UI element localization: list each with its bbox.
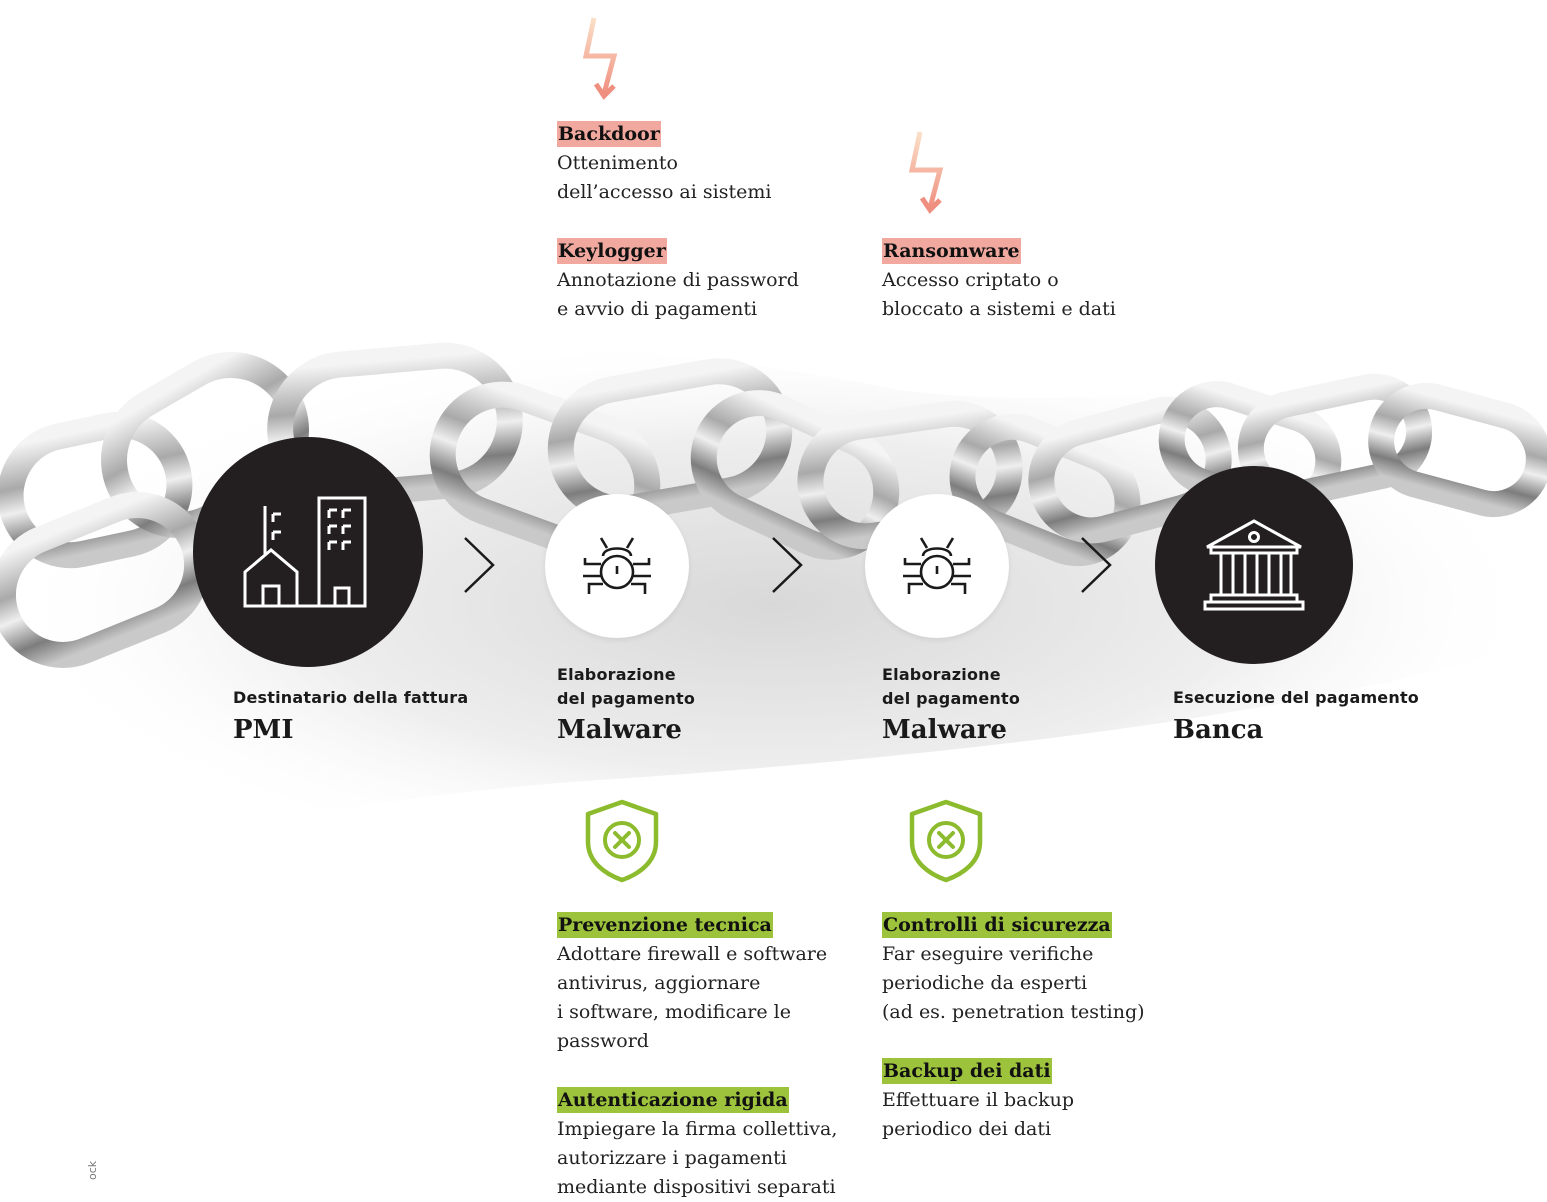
- threat-backdoor: Backdoor Ottenimento dell’accesso ai sis…: [557, 121, 857, 207]
- protection-autenticazione: Autenticazione rigida Impiegare la firma…: [557, 1087, 857, 1202]
- threat-description: Accesso criptato o bloccato a sistemi e …: [882, 269, 1116, 320]
- node-malware-2: [865, 494, 1009, 638]
- protection-description: Adottare firewall e software antivirus, …: [557, 943, 828, 1052]
- shield-x-icon: [585, 799, 659, 883]
- protection-prevenzione: Prevenzione tecnica Adottare firewall e …: [557, 912, 857, 1056]
- node-banca: [1155, 466, 1353, 664]
- node-label: PMI: [233, 715, 294, 745]
- node-label: Malware: [557, 715, 682, 745]
- node-sublabel: Elaborazione del pagamento: [882, 665, 1021, 708]
- lightning-icon: [908, 131, 944, 214]
- threat-ransomware: Ransomware Accesso criptato o bloccato a…: [882, 238, 1182, 324]
- image-credit: ock: [86, 1160, 99, 1180]
- bank-icon: [1203, 519, 1305, 611]
- node-label: Malware: [882, 715, 1007, 745]
- protection-title: Autenticazione rigida: [557, 1087, 789, 1113]
- node-sublabel: Esecuzione del pagamento: [1173, 688, 1419, 707]
- node-malware-1: [545, 494, 689, 638]
- lightning-icon: [582, 17, 618, 100]
- node-sublabel: Elaborazione del pagamento: [557, 665, 696, 708]
- threat-title: Keylogger: [557, 238, 667, 264]
- protection-title: Prevenzione tecnica: [557, 912, 773, 938]
- chevron-right-icon: [1081, 537, 1112, 593]
- bug-icon: [903, 537, 971, 594]
- protection-title: Backup dei dati: [882, 1058, 1052, 1084]
- shield-x-icon: [909, 799, 983, 883]
- threat-description: Annotazione di password e avvio di pagam…: [557, 269, 799, 320]
- threat-keylogger: Keylogger Annotazione di password e avvi…: [557, 238, 857, 324]
- node-sublabel: Destinatario della fattura: [233, 688, 469, 707]
- protection-description: Effettuare il backup periodico dei dati: [882, 1089, 1075, 1140]
- protection-description: Impiegare la firma collettiva, autorizza…: [557, 1118, 838, 1198]
- node-pmi: [193, 437, 423, 667]
- protection-title: Controlli di sicurezza: [882, 912, 1112, 938]
- protection-description: Far eseguire verifiche periodiche da esp…: [882, 943, 1145, 1023]
- threat-title: Ransomware: [882, 238, 1021, 264]
- chevron-right-icon: [464, 537, 495, 593]
- node-label: Banca: [1173, 715, 1264, 745]
- threat-description: Ottenimento dell’accesso ai sistemi: [557, 152, 772, 203]
- buildings-icon: [243, 496, 367, 608]
- protection-backup: Backup dei dati Effettuare il backup per…: [882, 1058, 1182, 1144]
- protection-controlli: Controlli di sicurezza Far eseguire veri…: [882, 912, 1182, 1027]
- threat-title: Backdoor: [557, 121, 661, 147]
- bug-icon: [583, 537, 651, 594]
- chevron-right-icon: [772, 537, 803, 593]
